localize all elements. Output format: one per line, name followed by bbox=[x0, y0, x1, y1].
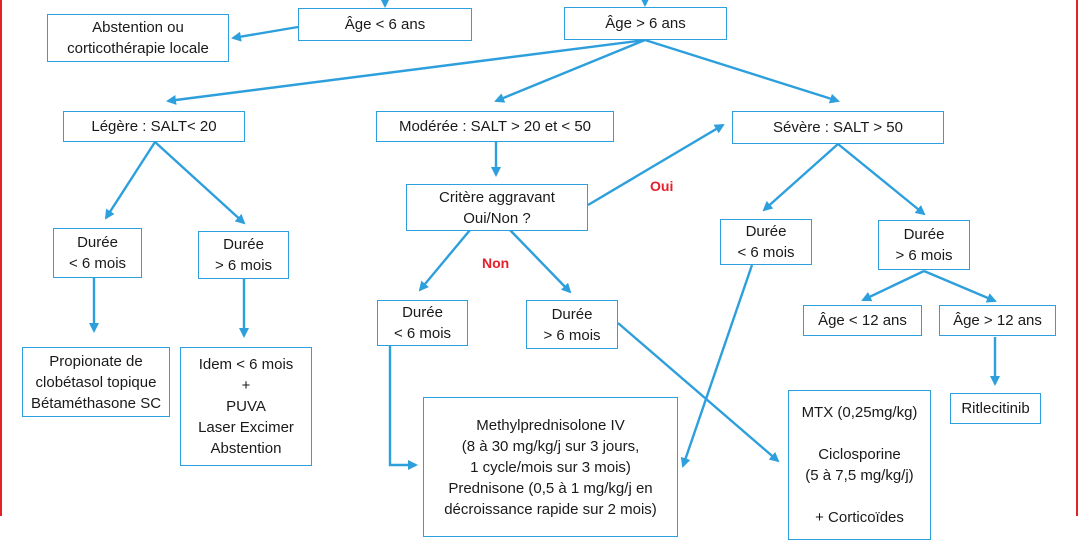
node-moderee-duree-gt6: Durée > 6 mois bbox=[526, 300, 618, 349]
node-methylpred-line-4: Prednisone (0,5 à 1 mg/kg/j en bbox=[448, 480, 653, 497]
node-severe-duree-gt6-line-2: > 6 mois bbox=[895, 247, 953, 264]
node-legere: Légère : SALT< 20 bbox=[63, 111, 245, 142]
frame-left-border bbox=[0, 0, 2, 516]
node-legere-duree-gt6: Durée > 6 mois bbox=[198, 231, 289, 279]
node-methylpred-line-3: 1 cycle/mois sur 3 mois) bbox=[470, 459, 631, 476]
connector-layer bbox=[89, 0, 1000, 470]
node-age-lt6: Âge < 6 ans bbox=[298, 8, 472, 41]
label-oui: Oui bbox=[650, 178, 674, 194]
node-severe-duree-lt6-line-2: < 6 mois bbox=[737, 244, 795, 261]
node-mtx-line-4: (5 à 7,5 mg/kg/j) bbox=[805, 467, 914, 484]
frame-right-border bbox=[1076, 0, 1078, 516]
node-propionate-line-3: Bétaméthasone SC bbox=[30, 394, 162, 412]
node-severe-duree-lt6: Durée < 6 mois bbox=[720, 219, 812, 265]
node-idem: Idem < 6 mois + PUVA Laser Excimer Abste… bbox=[180, 347, 312, 466]
node-legere-label: Légère : SALT< 20 bbox=[91, 118, 217, 135]
node-severe-duree-lt6-line-1: Durée bbox=[745, 223, 787, 240]
arrow-mod-lt6-to-methylpred bbox=[388, 346, 418, 470]
node-age-gt6: Âge > 6 ans bbox=[564, 7, 727, 40]
node-severe: Sévère : SALT > 50 bbox=[732, 111, 944, 144]
node-moderee-duree-lt6-line-1: Durée bbox=[402, 304, 443, 321]
arrow-sev-lt6-to-methylpred bbox=[680, 264, 754, 468]
arrow-critere-to-mod-gt6 bbox=[509, 229, 572, 294]
node-idem-line-2: + bbox=[241, 377, 251, 394]
node-legere-duree-lt6: Durée < 6 mois bbox=[53, 228, 142, 278]
node-age-lt6-label: Âge < 6 ans bbox=[344, 16, 426, 33]
node-severe-label: Sévère : SALT > 50 bbox=[773, 119, 903, 136]
node-idem-line-1: Idem < 6 mois bbox=[198, 356, 294, 373]
node-moderee-label: Modérée : SALT > 20 et < 50 bbox=[398, 118, 592, 135]
node-critere-line-2: Oui/Non ? bbox=[463, 209, 531, 227]
node-critere: Critère aggravant Oui/Non ? bbox=[406, 184, 588, 231]
node-legere-duree-lt6-line-1: Durée bbox=[77, 234, 118, 251]
arrow-sev-gt6-to-age-gt12 bbox=[923, 269, 997, 303]
arrow-age-lt6-to-abstention bbox=[231, 25, 299, 42]
label-non: Non bbox=[482, 255, 510, 271]
arrow-age-gt6-to-moderee bbox=[494, 38, 646, 103]
node-severe-duree-gt6: Durée > 6 mois bbox=[878, 220, 970, 270]
node-methylpred-line-1: Methylprednisolone IV bbox=[476, 417, 625, 434]
node-mtx-line-6: + Corticoïdes bbox=[815, 509, 904, 526]
node-legere-duree-lt6-line-2: < 6 mois bbox=[68, 255, 127, 272]
node-mtx-ciclosporine: MTX (0,25mg/kg) Ciclosporine (5 à 7,5 mg… bbox=[788, 390, 931, 540]
node-moderee: Modérée : SALT > 20 et < 50 bbox=[376, 111, 614, 142]
node-mtx-line-3: Ciclosporine bbox=[818, 446, 901, 463]
arrow-age-gt6-to-severe bbox=[644, 38, 840, 104]
node-abstention-line-2: corticothérapie locale bbox=[67, 40, 209, 57]
node-propionate-line-1: Propionate de bbox=[49, 352, 143, 370]
node-ritlecitinib: Ritlecitinib bbox=[950, 393, 1041, 424]
node-methylpred-line-5: décroissance rapide sur 2 mois) bbox=[444, 501, 657, 518]
arrow-critere-to-severe bbox=[587, 123, 725, 207]
node-idem-line-5: Abstention bbox=[210, 440, 282, 457]
node-legere-duree-gt6-line-1: Durée bbox=[223, 236, 264, 253]
node-legere-duree-gt6-line-2: > 6 mois bbox=[214, 257, 273, 274]
node-moderee-duree-lt6-line-2: < 6 mois bbox=[393, 325, 452, 342]
node-moderee-duree-gt6-line-1: Durée bbox=[551, 305, 593, 323]
node-propionate: Propionate de clobétasol topique Bétamét… bbox=[22, 347, 170, 417]
arrow-sev-gt6-to-age-lt12 bbox=[861, 269, 925, 302]
node-age-lt12-label: Âge < 12 ans bbox=[818, 312, 907, 329]
arrow-mod-gt6-to-mtx bbox=[617, 322, 780, 463]
arrow-severe-to-sev-lt6 bbox=[762, 143, 839, 212]
arrow-legere-to-duree-gt6 bbox=[154, 141, 246, 225]
node-age-gt12-label: Âge > 12 ans bbox=[953, 312, 1042, 329]
node-propionate-line-2: clobétasol topique bbox=[35, 373, 157, 391]
arrow-severe-to-sev-gt6 bbox=[837, 143, 926, 216]
node-age-gt12: Âge > 12 ans bbox=[939, 305, 1056, 336]
node-critere-line-1: Critère aggravant bbox=[439, 188, 555, 206]
arrow-age-gt6-to-legere bbox=[166, 38, 646, 105]
node-age-gt6-label: Âge > 6 ans bbox=[605, 15, 686, 32]
arrow-legere-to-duree-lt6 bbox=[104, 141, 157, 220]
node-mtx-line-1: MTX (0,25mg/kg) bbox=[801, 404, 918, 421]
node-idem-line-3: PUVA bbox=[226, 398, 266, 415]
node-methylprednisolone: Methylprednisolone IV (8 à 30 mg/kg/j su… bbox=[423, 397, 678, 537]
node-ritlecitinib-label: Ritlecitinib bbox=[961, 400, 1030, 417]
node-moderee-duree-lt6: Durée < 6 mois bbox=[377, 300, 468, 346]
node-methylpred-line-2: (8 à 30 mg/kg/j sur 3 jours, bbox=[461, 438, 640, 455]
node-age-lt12: Âge < 12 ans bbox=[803, 305, 922, 336]
node-severe-duree-gt6-line-1: Durée bbox=[903, 226, 945, 243]
node-moderee-duree-gt6-line-2: > 6 mois bbox=[543, 326, 601, 344]
node-abstention: Abstention ou corticothérapie locale bbox=[47, 14, 229, 62]
node-idem-line-4: Laser Excimer bbox=[198, 419, 294, 436]
node-abstention-line-1: Abstention ou bbox=[92, 19, 184, 36]
arrow-critere-to-mod-lt6 bbox=[418, 229, 471, 292]
